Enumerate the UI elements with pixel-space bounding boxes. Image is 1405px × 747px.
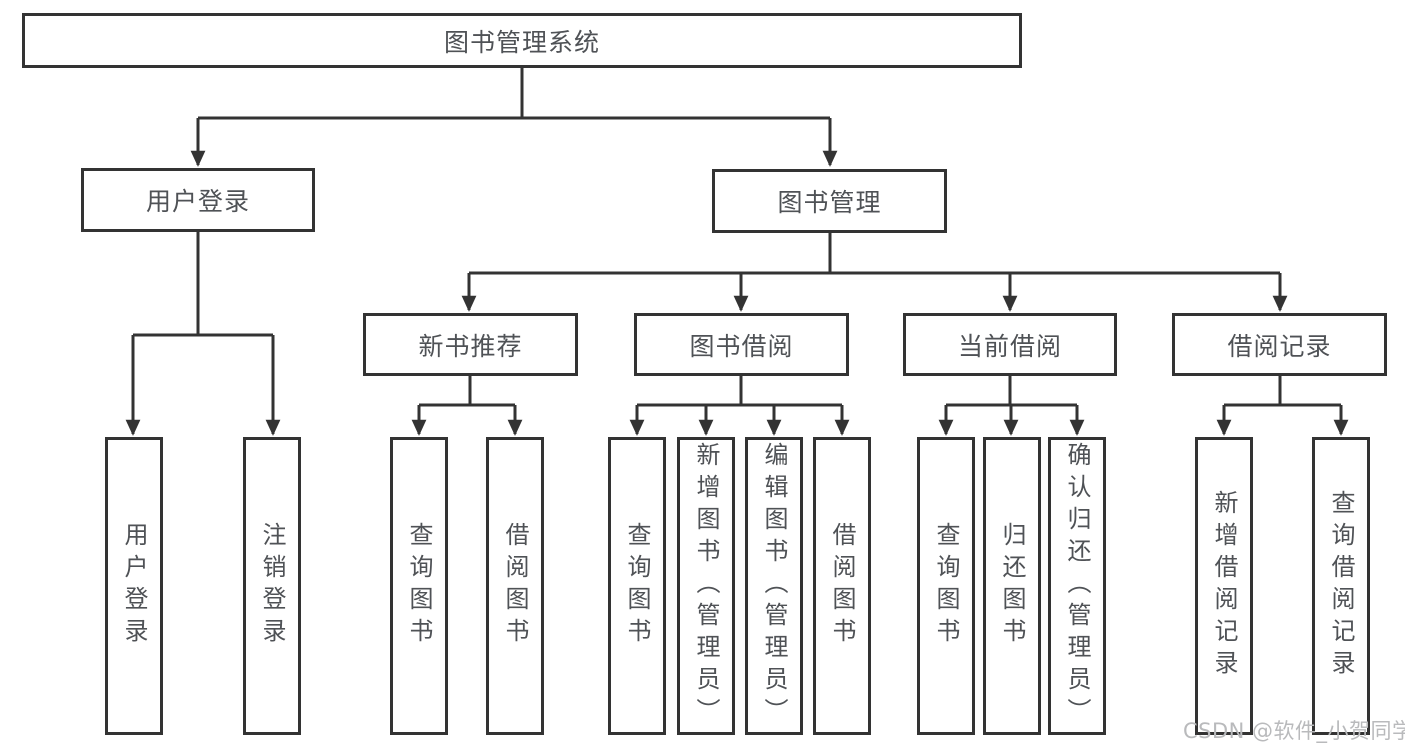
leaf-borrow-books-recommend: 借阅图书 xyxy=(486,437,544,735)
node-book-borrow: 图书借阅 xyxy=(634,313,849,376)
leaf-query-borrow-record: 查询借阅记录 xyxy=(1312,437,1370,735)
node-current-borrow: 当前借阅 xyxy=(903,313,1117,376)
node-book-management: 图书管理 xyxy=(712,169,947,233)
leaf-query-books-borrow: 查询图书 xyxy=(608,437,666,735)
leaf-edit-books-admin: 编辑图书（管理员） xyxy=(745,437,803,735)
leaf-return-books: 归还图书 xyxy=(983,437,1041,735)
connector-new-book-split xyxy=(419,376,515,407)
connector-book-management-split xyxy=(469,233,1280,275)
csdn-watermark: CSDN @软件_小贺同学 xyxy=(1183,719,1405,743)
connector-book-borrow-split xyxy=(637,376,842,407)
leaf-user-login: 用户登录 xyxy=(105,437,163,735)
node-root-book-management-system: 图书管理系统 xyxy=(22,13,1022,68)
connector-current-borrow-split xyxy=(946,376,1077,407)
leaf-confirm-return-admin: 确认归还（管理员） xyxy=(1048,437,1106,735)
leaf-add-books-admin: 新增图书（管理员） xyxy=(677,437,735,735)
leaf-borrow-books: 借阅图书 xyxy=(813,437,871,735)
leaf-query-books-recommend: 查询图书 xyxy=(390,437,448,735)
leaf-add-borrow-record: 新增借阅记录 xyxy=(1195,437,1253,735)
leaf-logout: 注销登录 xyxy=(243,437,301,735)
node-new-book-recommend: 新书推荐 xyxy=(363,313,578,376)
connector-user-login-split xyxy=(133,232,273,337)
connector-root-split xyxy=(198,68,830,120)
leaf-query-books-current: 查询图书 xyxy=(917,437,975,735)
node-user-login: 用户登录 xyxy=(81,168,315,232)
connector-borrow-record-split xyxy=(1224,376,1341,407)
node-borrow-record: 借阅记录 xyxy=(1172,313,1387,376)
